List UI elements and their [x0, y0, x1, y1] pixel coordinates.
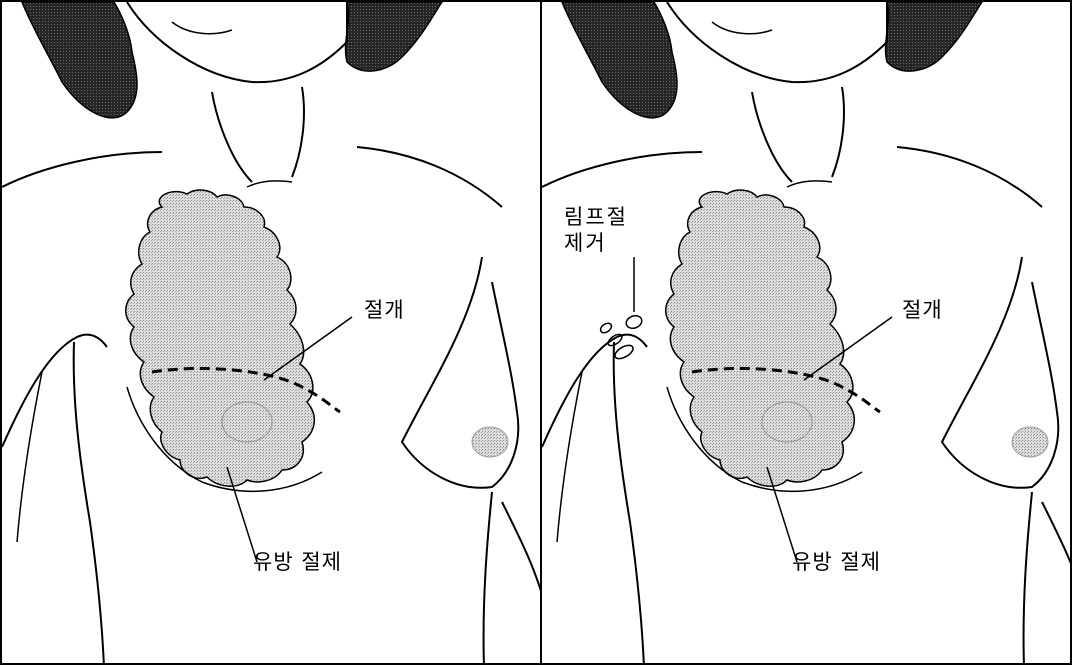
mastectomy-label: 유방 절제 — [253, 552, 342, 573]
lymph-removal-label-line2: 제거 — [564, 230, 634, 256]
panel-right: 림프절 제거 절개 유방 절제 — [540, 0, 1072, 665]
lymph-removal-label: 림프절 제거 — [564, 204, 634, 256]
incision-label: 절개 — [902, 300, 943, 321]
incision-label: 절개 — [364, 300, 405, 321]
mastectomy-label: 유방 절제 — [792, 552, 881, 573]
panel-left: 절개 유방 절제 — [0, 0, 544, 665]
lymph-removal-label-line1: 림프절 — [564, 204, 634, 230]
